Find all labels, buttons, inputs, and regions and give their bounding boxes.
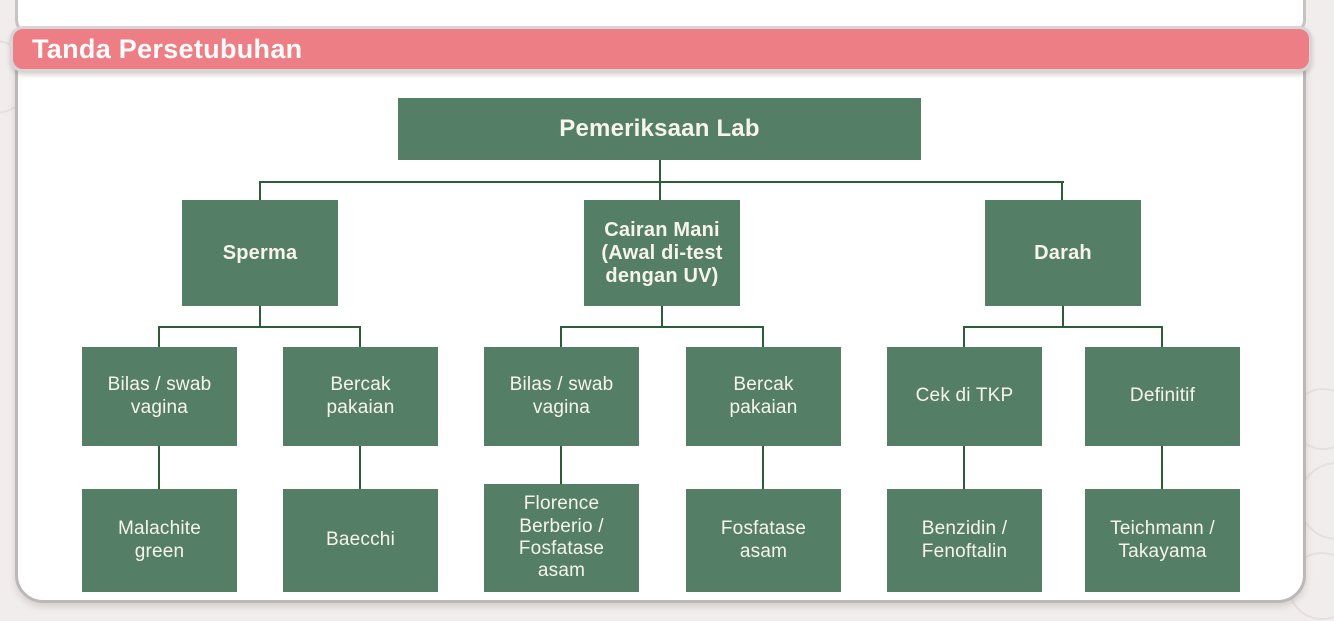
node-sperma: Sperma <box>182 200 338 306</box>
connector-line <box>659 160 661 200</box>
node-label: Florence Berberio / Fosfatase asam <box>518 493 605 582</box>
connector-line <box>1061 181 1063 200</box>
node-label: Bilas / swab vagina <box>509 374 614 418</box>
node-malachite-green: Malachite green <box>82 489 237 592</box>
node-cairan-mani: Cairan Mani (Awal di-test dengan UV) <box>584 200 740 306</box>
node-label: Pemeriksaan Lab <box>559 114 760 142</box>
node-sperma-bilas-swab-vagina: Bilas / swab vagina <box>82 347 237 446</box>
node-label: Bilas / swab vagina <box>107 374 212 418</box>
node-pemeriksaan-lab: Pemeriksaan Lab <box>398 98 921 160</box>
connector-line <box>158 446 160 490</box>
connector-line <box>963 326 1163 328</box>
connector-line <box>762 326 764 347</box>
connector-line <box>963 446 965 490</box>
connector-line <box>1062 306 1064 328</box>
connector-line <box>661 306 663 328</box>
node-label: Baecchi <box>326 529 395 551</box>
connector-line <box>963 326 965 347</box>
connector-line <box>158 326 361 328</box>
connector-line <box>359 446 361 490</box>
connector-line <box>762 446 764 490</box>
connector-line <box>359 326 361 347</box>
node-florence-berberio-fosfatase-asam: Florence Berberio / Fosfatase asam <box>484 484 639 592</box>
node-darah-definitif: Definitif <box>1085 347 1240 446</box>
node-benzidin-fenoftalin: Benzidin / Fenoftalin <box>887 489 1042 592</box>
connector-line <box>158 326 160 347</box>
connector-line <box>560 326 562 347</box>
node-teichmann-takayama: Teichmann / Takayama <box>1085 489 1240 592</box>
node-label: Fosfatase asam <box>720 518 807 562</box>
node-label: Malachite green <box>117 518 202 562</box>
connector-line <box>259 181 1064 183</box>
node-label: Darah <box>1034 241 1092 264</box>
section-title: Tanda Persetubuhan <box>32 33 303 64</box>
section-header: Tanda Persetubuhan <box>10 26 1312 72</box>
node-cairan-bilas-swab-vagina: Bilas / swab vagina <box>484 347 639 446</box>
node-cairan-bercak-pakaian: Bercak pakaian <box>686 347 841 446</box>
node-label: Bercak pakaian <box>729 374 798 418</box>
node-label: Bercak pakaian <box>326 374 395 418</box>
connector-line <box>1161 326 1163 347</box>
connector-line <box>560 446 562 485</box>
node-label: Cairan Mani (Awal di-test dengan UV) <box>601 218 723 287</box>
connector-line <box>560 326 764 328</box>
connector-line <box>259 306 261 328</box>
connector-line <box>259 181 261 200</box>
connector-line <box>1161 446 1163 490</box>
node-label: Sperma <box>222 241 298 264</box>
node-label: Benzidin / Fenoftalin <box>921 518 1008 562</box>
node-fosfatase-asam: Fosfatase asam <box>686 489 841 592</box>
node-sperma-bercak-pakaian: Bercak pakaian <box>283 347 438 446</box>
node-darah-cek-di-tkp: Cek di TKP <box>887 347 1042 446</box>
node-baecchi: Baecchi <box>283 489 438 592</box>
node-label: Teichmann / Takayama <box>1110 518 1215 562</box>
node-label: Cek di TKP <box>915 385 1014 407</box>
node-darah: Darah <box>985 200 1141 306</box>
node-label: Definitif <box>1129 385 1196 407</box>
